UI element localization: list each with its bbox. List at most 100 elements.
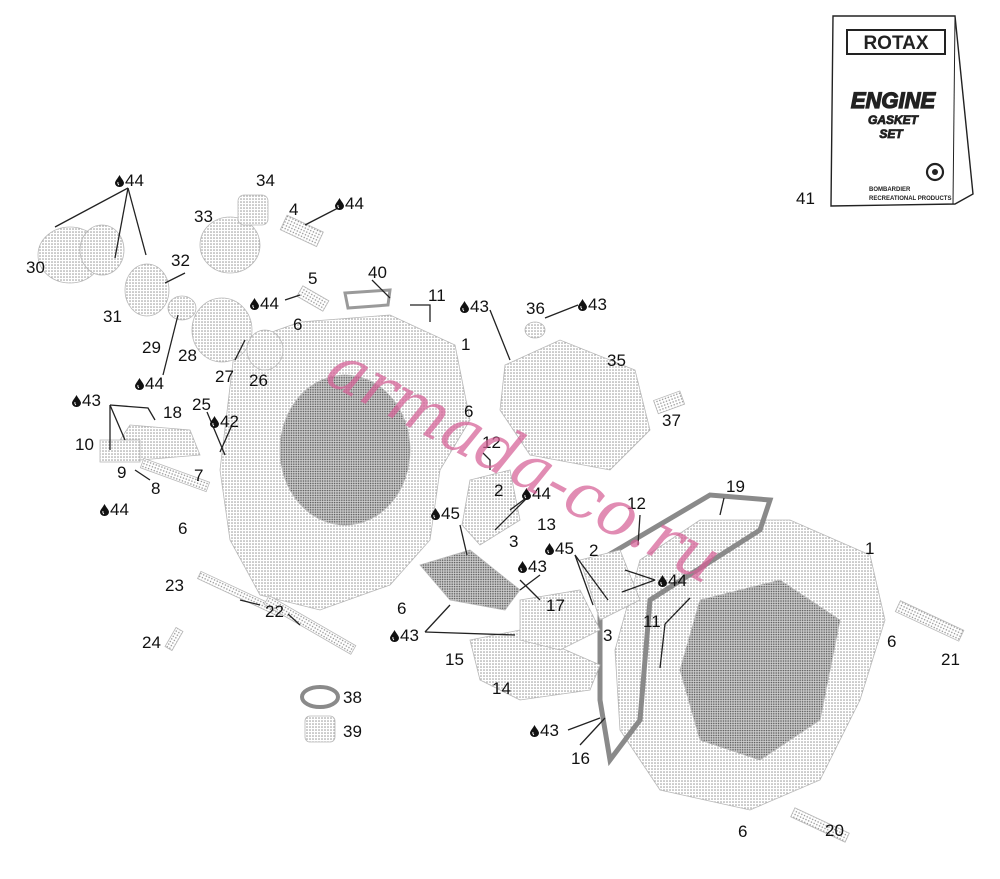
callout-number: 33 xyxy=(194,207,213,226)
gasket-set-package: ROTAX ENGINE GASKET SET BOMBARDIER RECRE… xyxy=(830,15,974,207)
callout-number: 10 xyxy=(75,435,94,454)
kit-fold xyxy=(952,15,956,205)
callout-lubricant-45: 45 xyxy=(431,505,460,522)
oil-drop-icon xyxy=(250,294,260,313)
callout-part-24: 24 xyxy=(142,634,161,651)
callout-part-29: 29 xyxy=(142,339,161,356)
callout-lubricant-44: 44 xyxy=(135,375,164,392)
callout-part-2: 2 xyxy=(589,542,598,559)
callout-part-6: 6 xyxy=(397,600,406,617)
callout-number: 16 xyxy=(571,749,590,768)
callout-number: 30 xyxy=(26,258,45,277)
crankcase-right-web xyxy=(679,579,841,761)
callout-part-15: 15 xyxy=(445,651,464,668)
oil-drop-icon xyxy=(335,194,345,213)
callout-lubricant-43: 43 xyxy=(530,722,559,739)
kit-brand-box xyxy=(846,29,946,55)
callout-number: 25 xyxy=(192,395,211,414)
callout-number: 2 xyxy=(494,481,504,500)
callout-number: 44 xyxy=(532,484,551,503)
callout-number: 44 xyxy=(145,374,164,393)
oil-drop-icon xyxy=(100,500,110,519)
callout-part-3: 3 xyxy=(603,627,612,644)
callout-number: 40 xyxy=(368,263,387,282)
leader-lines xyxy=(54,187,725,746)
callout-number: 44 xyxy=(668,571,687,590)
callout-lubricant-43: 43 xyxy=(390,627,419,644)
callout-number: 31 xyxy=(103,307,122,326)
callout-part-6: 6 xyxy=(464,403,473,420)
callout-lubricant-44: 44 xyxy=(658,572,687,589)
callout-part-38: 38 xyxy=(343,689,362,706)
callout-number: 21 xyxy=(941,650,960,669)
callout-number: 43 xyxy=(528,557,547,576)
callout-number: 11 xyxy=(428,286,446,305)
callout-part-31: 31 xyxy=(103,308,122,325)
callout-part-14: 14 xyxy=(492,680,511,697)
part-30b xyxy=(79,224,125,276)
part-29 xyxy=(167,295,197,321)
callout-part-35: 35 xyxy=(607,352,626,369)
callout-part-32: 32 xyxy=(171,252,190,269)
callout-part-6: 6 xyxy=(738,823,747,840)
callout-part-13: 13 xyxy=(537,516,556,533)
callout-lubricant-43: 43 xyxy=(460,298,489,315)
part-37 xyxy=(652,390,686,415)
part-26 xyxy=(246,329,284,371)
kit-brand: ROTAX xyxy=(863,33,928,54)
callout-part-12: 12 xyxy=(482,434,501,451)
part-33 xyxy=(199,216,261,274)
part-2-upper xyxy=(461,469,521,546)
part-4 xyxy=(279,214,324,248)
oil-drop-icon xyxy=(431,504,441,523)
callout-number: 23 xyxy=(165,576,184,595)
callout-part-25: 25 xyxy=(192,396,211,413)
callout-number: 12 xyxy=(482,433,501,452)
part-8 xyxy=(139,457,211,493)
callout-part-41: 41 xyxy=(796,190,815,207)
oil-drop-icon xyxy=(658,571,668,590)
callout-part-18: 18 xyxy=(163,404,182,421)
part-22 xyxy=(263,595,357,655)
callout-number: 9 xyxy=(117,463,127,482)
callout-number: 45 xyxy=(555,539,574,558)
kit-footer-1: BOMBARDIER xyxy=(869,187,911,193)
callout-number: 28 xyxy=(178,346,197,365)
callout-part-7: 7 xyxy=(194,467,203,484)
part-5 xyxy=(296,285,330,312)
part-39 xyxy=(304,715,336,743)
callout-number: 20 xyxy=(825,821,844,840)
callout-number: 17 xyxy=(546,596,565,615)
callout-number: 32 xyxy=(171,251,190,270)
callout-number: 15 xyxy=(445,650,464,669)
callout-part-28: 28 xyxy=(178,347,197,364)
callout-lubricant-43: 43 xyxy=(72,392,101,409)
crank-bore-left xyxy=(279,374,411,526)
callout-lubricant-42: 42 xyxy=(210,413,239,430)
oil-drop-icon xyxy=(530,721,540,740)
callout-number: 11 xyxy=(643,612,661,631)
oil-drop-icon xyxy=(72,391,82,410)
callout-number: 45 xyxy=(441,504,460,523)
callout-part-6: 6 xyxy=(887,633,896,650)
callout-number: 6 xyxy=(397,599,407,618)
callout-number: 6 xyxy=(887,632,897,651)
callout-part-33: 33 xyxy=(194,208,213,225)
part-21 xyxy=(894,600,965,642)
callout-number: 6 xyxy=(293,315,303,334)
callout-number: 43 xyxy=(400,626,419,645)
part-17 xyxy=(519,589,601,651)
callout-part-8: 8 xyxy=(151,480,160,497)
callout-number: 34 xyxy=(256,171,275,190)
callout-number: 26 xyxy=(249,371,268,390)
oil-drop-icon xyxy=(135,374,145,393)
callout-number: 27 xyxy=(215,367,234,386)
callout-number: 29 xyxy=(142,338,161,357)
kit-line-set: SET xyxy=(879,127,904,141)
callout-part-39: 39 xyxy=(343,723,362,740)
callout-number: 43 xyxy=(82,391,101,410)
callout-part-16: 16 xyxy=(571,750,590,767)
callout-part-23: 23 xyxy=(165,577,184,594)
callout-number: 44 xyxy=(110,500,129,519)
callout-part-6: 6 xyxy=(293,316,302,333)
